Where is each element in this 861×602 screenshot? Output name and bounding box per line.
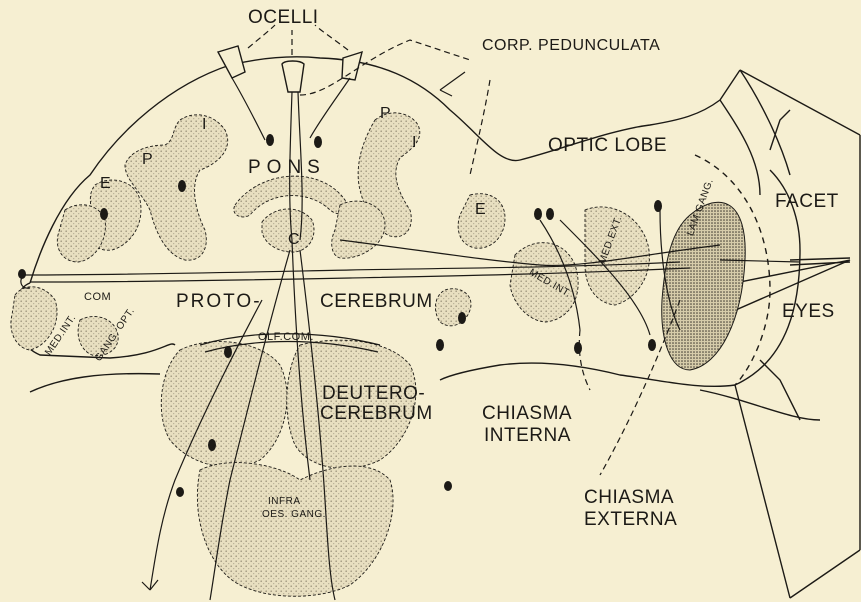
com-label: COM bbox=[84, 292, 111, 303]
e-right-label: E bbox=[475, 202, 486, 218]
pons-label: PONS bbox=[248, 158, 326, 177]
p-left-label: P bbox=[142, 152, 153, 168]
brain-outline bbox=[14, 57, 860, 598]
ocelli-label: OCELLI bbox=[248, 8, 319, 27]
p-right-label: P bbox=[380, 106, 391, 122]
cerebrum-label: CEREBRUM bbox=[320, 292, 433, 311]
chiasma-interna-label-1: CHIASMA bbox=[482, 404, 572, 423]
c-center-label: C bbox=[288, 232, 300, 248]
eyes-label: EYES bbox=[782, 302, 835, 321]
oes-gang-label: OES. GANG. bbox=[262, 510, 326, 520]
optic-lobe-label: OPTIC LOBE bbox=[548, 136, 667, 155]
ocelli-stalks bbox=[218, 46, 362, 92]
chiasma-externa-label-2: EXTERNA bbox=[584, 510, 677, 529]
e-left-label: E bbox=[100, 176, 111, 192]
chiasma-externa-label-1: CHIASMA bbox=[584, 488, 674, 507]
i-right-label: I bbox=[412, 135, 417, 151]
corp-pedunculata-label: CORP. PEDUNCULATA bbox=[482, 38, 660, 54]
facet-label: FACET bbox=[775, 192, 839, 211]
chiasma-interna-label-2: INTERNA bbox=[484, 426, 571, 445]
i-left-label: I bbox=[202, 117, 207, 133]
infra-label: INFRA bbox=[268, 497, 301, 507]
deutero-label: DEUTERO- bbox=[322, 384, 425, 403]
olf-com-label: OLF.COM. bbox=[258, 332, 314, 343]
deutero-cerebrum-label: CEREBRUM bbox=[320, 404, 433, 423]
protocerebrum-label: PROTO- bbox=[176, 292, 262, 311]
